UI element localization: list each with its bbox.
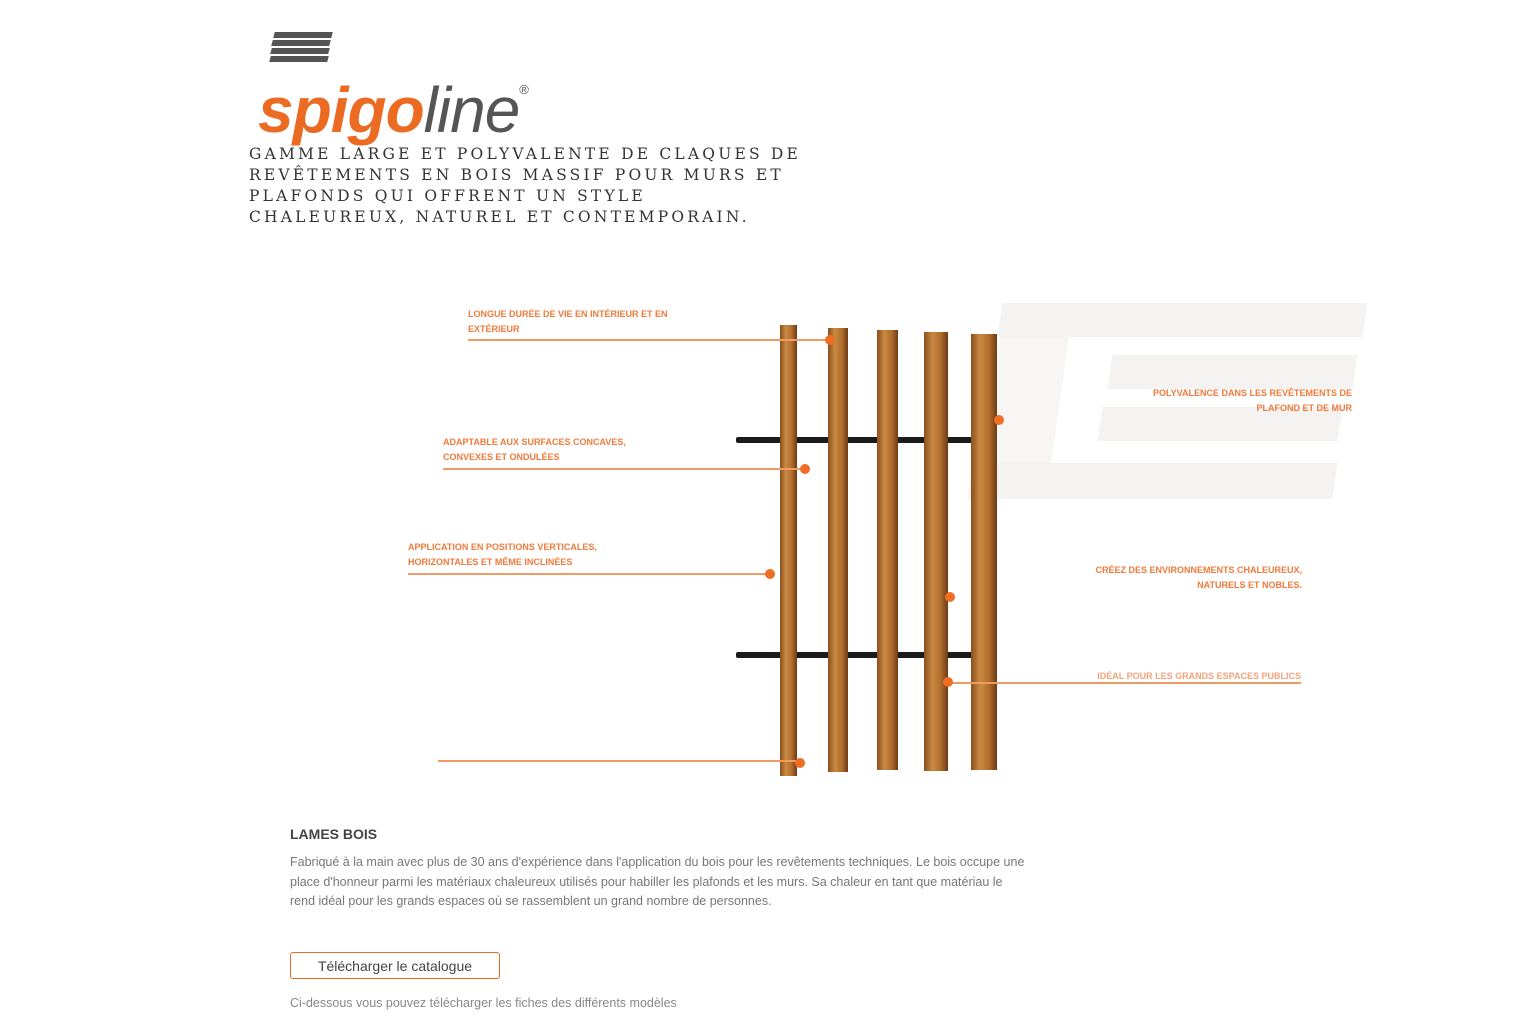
callout-dot (994, 415, 1004, 425)
section-body: Fabriqué à la main avec plus de 30 ans d… (290, 855, 1025, 908)
section-title: LAMES BOIS (290, 826, 378, 842)
callout-dot (795, 758, 805, 768)
feature-label: CRÉEZ DES ENVIRONNEMENTS CHALEUREUX, NAT… (1095, 565, 1302, 590)
logo-text-primary: spigo (258, 74, 425, 146)
callout-line (468, 339, 830, 341)
feature-label: ADAPTABLE AUX SURFACES CONCAVES, CONVEXE… (443, 437, 626, 462)
brand-logo[interactable]: spigoline® (258, 50, 529, 150)
download-catalogue-button[interactable]: Télécharger le catalogue (290, 952, 500, 979)
tagline: GAMME LARGE ET POLYVALENTE DE CLAQUES DE… (249, 145, 802, 226)
logo-text-secondary: line (423, 74, 521, 146)
callout-dot (765, 569, 775, 579)
feature-label: IDÉAL POUR LES GRANDS ESPACES PUBLICS (1097, 671, 1301, 681)
feature-label: POLYVALENCE DANS LES REVÊTEMENTS DE PLAF… (1152, 388, 1352, 413)
registered-mark: ® (519, 82, 529, 97)
callout-line (408, 573, 770, 575)
callout-dot (825, 335, 835, 345)
callout-line (438, 760, 800, 762)
callout-line (443, 468, 805, 470)
callout-dot (943, 677, 953, 687)
callout-line (948, 682, 1301, 684)
callout-dot (800, 464, 810, 474)
feature-label: LONGUE DURÉE DE VIE EN INTÉRIEUR ET EN E… (468, 309, 668, 334)
feature-label: APPLICATION EN POSITIONS VERTICALES, HOR… (408, 542, 597, 567)
download-note: Ci-dessous vous pouvez télécharger les f… (290, 996, 677, 1010)
callout-dot (945, 592, 955, 602)
